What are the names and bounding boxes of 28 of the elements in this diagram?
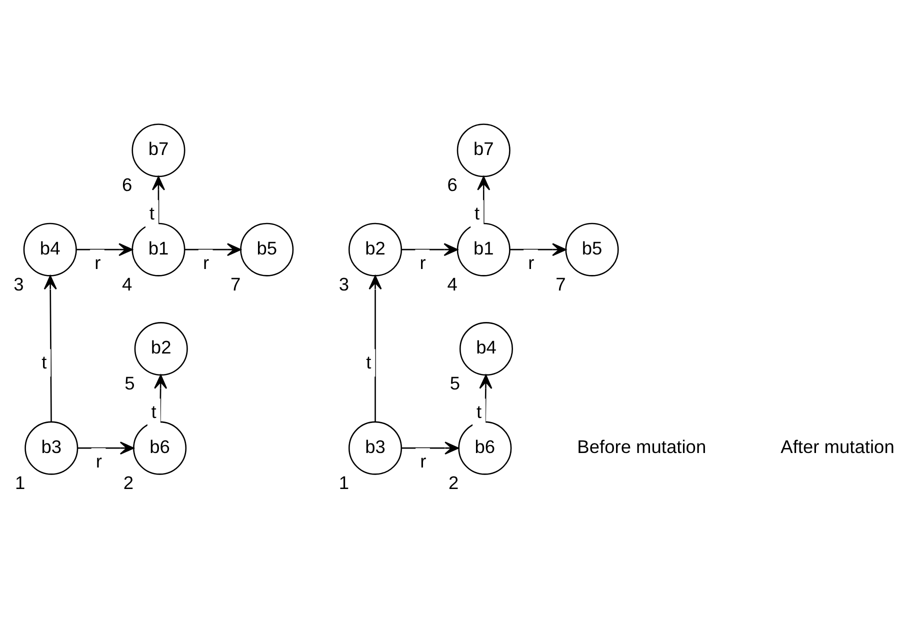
- edge-label: t: [366, 350, 372, 372]
- node-label: 2: [123, 471, 134, 492]
- node-label: 7: [556, 272, 566, 294]
- edge-label: r: [202, 251, 210, 272]
- node-label: 3: [14, 272, 24, 294]
- edge-label: t: [474, 202, 480, 223]
- edge-label: r: [94, 251, 101, 272]
- node-label: 1: [14, 471, 26, 492]
- edge-label: t: [476, 400, 482, 422]
- edge-label: r: [420, 251, 426, 272]
- edge-label: t: [42, 350, 47, 372]
- node-label: 4: [122, 272, 132, 294]
- node-label: 6: [447, 174, 458, 195]
- node-label: 5: [450, 372, 460, 394]
- label: After mutation: [780, 435, 894, 456]
- node-label: 1: [338, 471, 349, 492]
- node-label: 5: [124, 372, 135, 394]
- label: Before mutation: [577, 435, 706, 456]
- edge-label: t: [151, 400, 156, 422]
- node-label: 6: [122, 174, 132, 195]
- node-label: 4: [447, 272, 458, 294]
- edge-label: t: [149, 202, 154, 223]
- edge-label: r: [96, 450, 102, 471]
- node-label: 3: [338, 272, 349, 294]
- edge-label: r: [528, 251, 534, 272]
- node-label: 7: [230, 272, 241, 294]
- edge-label: r: [420, 450, 426, 471]
- node-label: 2: [448, 471, 459, 492]
